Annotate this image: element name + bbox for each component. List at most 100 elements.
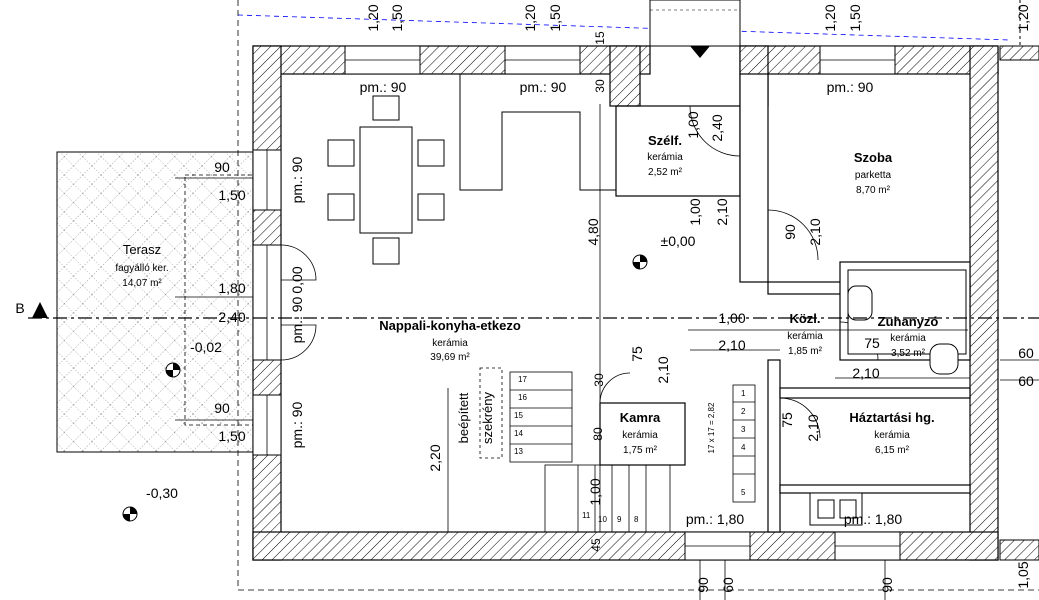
room-labels: Terasz fagyálló ker. 14,07 m² Nappali-ko… xyxy=(115,133,938,456)
dim-door-100: 1,00 xyxy=(687,198,703,225)
room-name-kozl: Közl. xyxy=(789,311,820,326)
parapet-labels: pm.: 90 pm.: 90 pm.: 90 pm.: 90 pm.: 90 … xyxy=(289,79,902,527)
stair-step-1: 1 xyxy=(741,389,746,398)
stair-step-9: 9 xyxy=(617,515,622,524)
roof-outline xyxy=(237,0,1039,591)
staircase xyxy=(509,371,756,533)
room-floor-szelf: kerámia xyxy=(647,152,683,163)
dim-000: 0,00 xyxy=(289,266,305,293)
dim-left-90-b: 90 xyxy=(214,400,230,416)
dim-bottom-105: 1,05 xyxy=(1015,561,1031,588)
dining-table xyxy=(327,95,445,265)
dim-top-120-c: 1,20 xyxy=(822,4,838,31)
dim-szelf-240: 2,40 xyxy=(709,114,725,141)
dim-haz-75: 75 xyxy=(779,412,795,428)
dim-stair-45: 45 xyxy=(589,538,603,552)
kitchen-counter xyxy=(459,74,616,191)
dim-top-120-a: 1,20 xyxy=(365,4,381,31)
dim-left-150-a: 1,50 xyxy=(218,187,245,203)
dim-left-240: 2,40 xyxy=(218,309,245,325)
dim-haz-210: 2,10 xyxy=(805,414,821,441)
dim-right-60-a: 60 xyxy=(1018,345,1034,361)
dim-kamra-80: 80 xyxy=(591,427,605,441)
bathroom-fixtures xyxy=(809,269,967,526)
room-floor-zuhanyzo: kerámia xyxy=(890,333,926,344)
dim-top-120-b: 1,20 xyxy=(522,4,538,31)
dim-kamra-210: 2,10 xyxy=(655,356,671,383)
dim-top-30: 30 xyxy=(593,79,607,93)
dim-left-180: 1,80 xyxy=(218,280,245,296)
room-floor-kozl: kerámia xyxy=(787,331,823,342)
stair-step-8: 8 xyxy=(634,515,639,524)
room-area-szoba: 8,70 m² xyxy=(856,185,891,196)
stair-step-numbers: 17 16 15 14 13 11 10 9 8 1 2 3 4 5 xyxy=(514,375,746,524)
parapet-bottom-2: pm.: 1,80 xyxy=(844,511,903,527)
room-area-zuhanyzo: 3,52 m² xyxy=(891,348,926,359)
dim-top-120-d: 1,20 xyxy=(1015,4,1031,31)
stair-step-3: 3 xyxy=(741,425,746,434)
room-name-kamra: Kamra xyxy=(620,410,661,425)
dim-zuh-75: 75 xyxy=(864,335,880,351)
level-minus-002: -0,02 xyxy=(190,339,222,355)
room-name-haztartasi: Háztartási hg. xyxy=(849,410,934,425)
room-name-terasz: Terasz xyxy=(123,242,161,257)
room-name-szoba: Szoba xyxy=(854,150,893,165)
dim-top-150-a: 1,50 xyxy=(389,4,405,31)
parapet-top-3: pm.: 90 xyxy=(827,79,874,95)
misc-labels: ±0,00 -0,02 -0,30 B beépített szekrény 1… xyxy=(15,233,716,501)
room-area-nappali: 39,69 m² xyxy=(430,352,470,363)
parapet-left-1: pm.: 90 xyxy=(289,156,305,203)
stair-step-14: 14 xyxy=(514,429,523,438)
dim-right-60-b: 60 xyxy=(1018,373,1034,389)
dim-stair-100: 1,00 xyxy=(587,478,603,505)
room-area-kozl: 1,85 m² xyxy=(788,346,823,357)
dimension-lines xyxy=(175,104,1039,600)
room-floor-haztartasi: kerámia xyxy=(874,430,910,441)
dim-left-150-b: 1,50 xyxy=(218,428,245,444)
stair-step-2: 2 xyxy=(741,407,746,416)
dim-bottom-60: 60 xyxy=(720,577,736,593)
room-floor-kamra: kerámia xyxy=(622,430,658,441)
dim-szelf-100: 1,00 xyxy=(685,111,701,138)
level-markers xyxy=(122,254,648,522)
dim-kamra-75: 75 xyxy=(629,346,645,362)
stair-step-5: 5 xyxy=(741,488,746,497)
room-floor-nappali: kerámia xyxy=(432,338,468,349)
room-area-haztartasi: 6,15 m² xyxy=(875,445,910,456)
dim-hall-210: 2,10 xyxy=(718,337,745,353)
dim-door-210-a: 2,10 xyxy=(714,198,730,225)
dim-hall-100: 1,00 xyxy=(718,310,745,326)
dim-left-90-a: 90 xyxy=(214,159,230,175)
wardrobe-label-1: beépített xyxy=(456,392,471,443)
stair-step-11: 11 xyxy=(582,511,591,520)
room-name-zuhanyzo: Zuhanyzó xyxy=(878,314,939,329)
room-area-terasz: 14,07 m² xyxy=(122,278,162,289)
stair-step-17: 17 xyxy=(518,375,527,384)
dim-zuh-210: 2,10 xyxy=(852,365,879,381)
dim-szoba-door-210: 2,10 xyxy=(807,218,823,245)
section-b-label: B xyxy=(15,300,24,316)
level-000: ±0,00 xyxy=(661,233,696,249)
stair-step-13: 13 xyxy=(514,447,523,456)
dim-top-150-c: 1,50 xyxy=(847,4,863,31)
room-area-szelf: 2,52 m² xyxy=(648,167,683,178)
level-minus-030: -0,30 xyxy=(146,485,178,501)
parapet-left-2: pm.: 90 xyxy=(289,296,305,343)
dimension-texts: 90 1,50 1,80 2,40 90 1,50 1,20 1,50 1,20… xyxy=(214,4,1034,593)
dim-480: 4,80 xyxy=(585,218,601,245)
stair-step-10: 10 xyxy=(598,515,607,524)
dim-szoba-door-90: 90 xyxy=(782,224,798,240)
parapet-top-1: pm.: 90 xyxy=(360,79,407,95)
parapet-bottom-1: pm.: 1,80 xyxy=(686,511,745,527)
stair-step-16: 16 xyxy=(518,393,527,402)
dim-kamra-30: 30 xyxy=(592,373,606,387)
dim-top-150-b: 1,50 xyxy=(547,4,563,31)
stair-note: 17 x 17 = 2,82 xyxy=(707,402,716,453)
room-floor-terasz: fagyálló ker. xyxy=(115,263,168,274)
dim-bottom-90-a: 90 xyxy=(695,577,711,593)
room-area-kamra: 1,75 m² xyxy=(623,445,658,456)
section-arrow xyxy=(32,302,48,318)
stair-step-15: 15 xyxy=(514,411,523,420)
room-name-szelf: Szélf. xyxy=(648,133,682,148)
